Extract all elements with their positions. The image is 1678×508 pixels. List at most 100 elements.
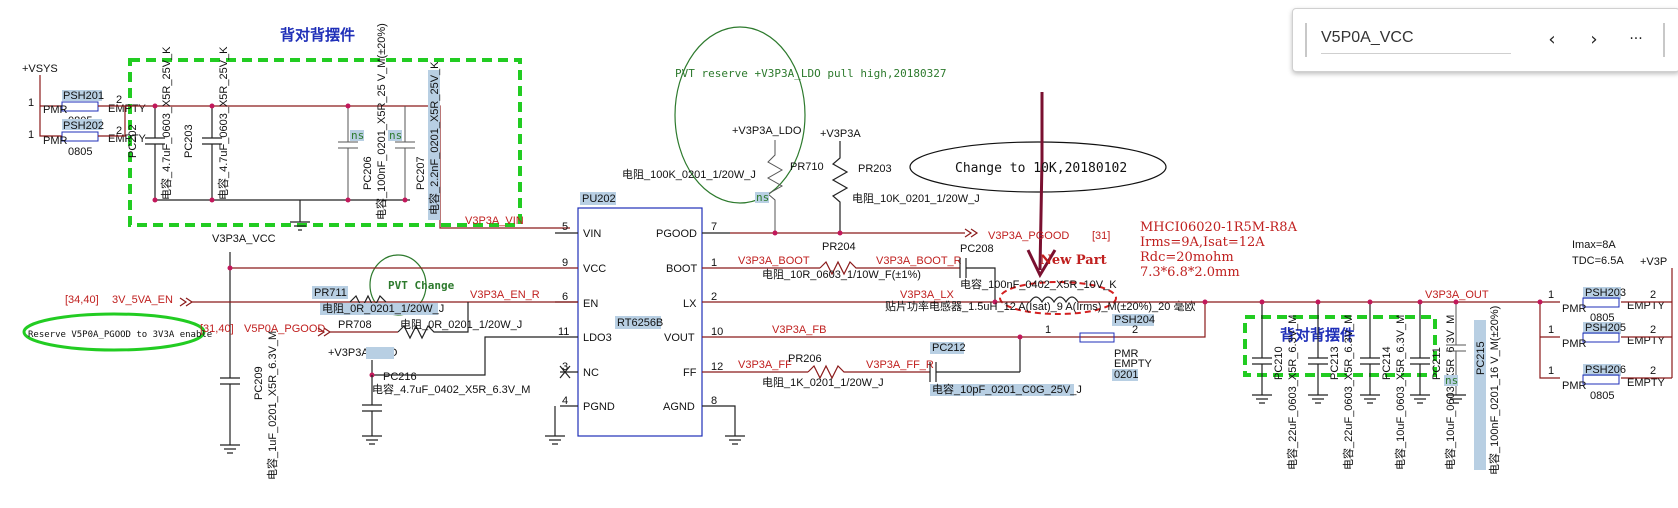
svg-text:2: 2: [1650, 289, 1656, 301]
svg-text:电阻_100K_0201_1/20W_J: 电阻_100K_0201_1/20W_J: [622, 168, 756, 181]
handwriting-arrowhead: [1026, 249, 1057, 279]
svg-text:2: 2: [1650, 365, 1656, 377]
svg-text:EMPTY: EMPTY: [1627, 300, 1666, 312]
svg-text:PC209: PC209: [253, 366, 265, 400]
pc209: PC209 电容_1uF_0201_X5R_6.3V_M: [220, 331, 279, 480]
pc216: PC216 电容_4.7uF_0402_X5R_6.3V_M: [362, 371, 530, 445]
net-v3p3a-boot-r: V3P3A_BOOT_R: [876, 255, 962, 267]
svg-text:2: 2: [1650, 324, 1656, 336]
back-to-back-group-box-2: [1243, 315, 1437, 377]
svg-text:电容_10uF_0603_X5R_6.3V_M: 电容_10uF_0603_X5R_6.3V_M: [1393, 315, 1407, 470]
svg-text:0805: 0805: [1590, 312, 1614, 324]
svg-text:1: 1: [711, 257, 717, 269]
vsys-label: +VSYS: [22, 63, 58, 75]
svg-text:5: 5: [562, 221, 568, 233]
annotation-ellipse-new-part: [999, 281, 1117, 315]
svg-text:BOOT: BOOT: [666, 263, 697, 275]
next-result-button[interactable]: ›: [1579, 25, 1609, 53]
svg-text:PC215: PC215: [1475, 341, 1487, 375]
svg-text:LX: LX: [683, 298, 697, 310]
inductor-spec-line: Rdc=20mohm: [1140, 250, 1234, 265]
search-input[interactable]: [1321, 23, 1511, 54]
inductor-pl201: [1029, 296, 1079, 304]
svg-text:电容_4.7uF_0603_X5R_25V_K: 电容_4.7uF_0603_X5R_25V_K: [159, 46, 173, 200]
more-options-button[interactable]: ···: [1621, 25, 1651, 53]
psh206: PSH206 PMR 0805 EMPTY: [1562, 364, 1666, 402]
svg-text:PGND: PGND: [583, 401, 615, 413]
input-capacitors: PC202 电容_4.7uF_0603_X5R_25V_K PC203 电容_4…: [127, 23, 441, 220]
inductor-spec-line: 7.3*6.8*2.0mm: [1140, 265, 1240, 280]
svg-text:1: 1: [28, 129, 34, 141]
annotation-circle-pvt: [674, 26, 806, 204]
pr708: PR708 电阻_0R_0201_1/20W_J: [338, 302, 522, 340]
svg-text:PSH201: PSH201: [63, 90, 104, 102]
svg-text:VCC: VCC: [583, 263, 606, 275]
change-note: Change to 10K,20180102: [955, 161, 1127, 176]
svg-text:+V3P3A_LDO: +V3P3A_LDO: [732, 125, 802, 137]
inductor-spec-line: MHCI06020-1R5M-R8A: [1140, 220, 1298, 235]
svg-text:0805: 0805: [1590, 390, 1614, 402]
svg-text:ns: ns: [1445, 374, 1458, 387]
svg-text:LDO3: LDO3: [583, 332, 612, 344]
out-rail-label: +V3P: [1640, 256, 1667, 268]
net-v3p3a-pgood: V3P3A_PGOOD: [988, 230, 1069, 242]
svg-text:PMR: PMR: [43, 135, 68, 147]
svg-text:PC210: PC210: [1273, 346, 1285, 380]
svg-text:7: 7: [711, 221, 717, 233]
find-bar: ‹ › ···: [1292, 8, 1678, 72]
svg-text:8: 8: [711, 395, 717, 407]
svg-text:10: 10: [711, 326, 723, 338]
svg-text:AGND: AGND: [663, 401, 695, 413]
svg-text:PC203: PC203: [183, 124, 195, 158]
group-title-back-to-back: 背对背摆件: [280, 26, 355, 44]
svg-text:PR710: PR710: [790, 161, 824, 173]
svg-text:12: 12: [711, 361, 723, 373]
svg-text:电容_10pF_0201_C0G_25V_J: 电容_10pF_0201_C0G_25V_J: [932, 382, 1082, 396]
svg-text:[31,40]: [31,40]: [200, 323, 234, 335]
psh202: PSH202 PMR 0805 EMPTY: [43, 119, 147, 158]
svg-text:[31]: [31]: [1092, 230, 1110, 242]
svg-text:电容_100nF_0201_16 V_M(±20%): 电容_100nF_0201_16 V_M(±20%): [1487, 306, 1501, 475]
svg-text:+V3P3A: +V3P3A: [820, 128, 861, 140]
find-bar-divider: [1663, 23, 1665, 57]
svg-text:2: 2: [1132, 324, 1138, 336]
svg-text:电容_100nF_0201_X5R_25 V_M(±20%): 电容_100nF_0201_X5R_25 V_M(±20%): [374, 23, 388, 220]
svg-text:PC213: PC213: [1329, 346, 1341, 380]
output-capacitors: PC210 电容_22uF_0603_X5R_6.3V_M PC213 电容_2…: [1252, 299, 1501, 475]
svg-text:PSH206: PSH206: [1585, 364, 1626, 376]
svg-text:PSH203: PSH203: [1585, 287, 1626, 299]
net-v3p3a-vin: V3P3A_VIN: [465, 215, 524, 227]
svg-text:PR206: PR206: [788, 353, 822, 365]
svg-text:EMPTY: EMPTY: [1627, 335, 1666, 347]
svg-text:电容_22uF_0603_X5R_6.3V_M: 电容_22uF_0603_X5R_6.3V_M: [1285, 315, 1299, 470]
svg-text:EN: EN: [583, 298, 598, 310]
net-en-input: 3V_5VA_EN: [112, 294, 173, 306]
svg-text:PR708: PR708: [338, 319, 372, 331]
pvt-change-label: PVT Change: [388, 279, 455, 292]
ic-pu202: PU202 RT6256B VIN VCC EN LDO3 NC PGND 5 …: [558, 192, 723, 437]
svg-text:PGOOD: PGOOD: [656, 228, 697, 240]
pr711: PR711 电阻_0R_0201_1/20W_J: [312, 286, 444, 315]
svg-text:ns: ns: [756, 191, 769, 204]
previous-result-button[interactable]: ‹: [1537, 25, 1567, 53]
svg-text:电阻_1K_0201_1/20W_J: 电阻_1K_0201_1/20W_J: [762, 376, 884, 389]
svg-text:11: 11: [558, 326, 569, 338]
svg-text:1: 1: [1548, 324, 1554, 336]
ic-refdes: PU202: [582, 193, 616, 205]
svg-text:PC214: PC214: [1381, 346, 1393, 380]
svg-text:FF: FF: [683, 367, 697, 379]
svg-text:2: 2: [711, 291, 717, 303]
psh205: PSH205 PMR EMPTY: [1562, 322, 1666, 350]
svg-text:电容_4.7uF_0402_X5R_6.3V_M: 电容_4.7uF_0402_X5R_6.3V_M: [372, 382, 530, 396]
svg-text:PMR: PMR: [1114, 348, 1139, 360]
svg-text:2: 2: [116, 125, 122, 137]
new-part-label: New Part: [1040, 253, 1107, 268]
svg-text:PC206: PC206: [362, 156, 374, 190]
annotation-ellipse-change: [909, 141, 1167, 193]
svg-text:4: 4: [562, 395, 568, 407]
svg-text:PMR: PMR: [43, 104, 68, 116]
net-v3p3a-ff: V3P3A_FF: [738, 359, 792, 371]
psh203: PSH203 PMR 0805 EMPTY: [1562, 287, 1666, 324]
svg-text:EMPTY: EMPTY: [1114, 358, 1153, 370]
